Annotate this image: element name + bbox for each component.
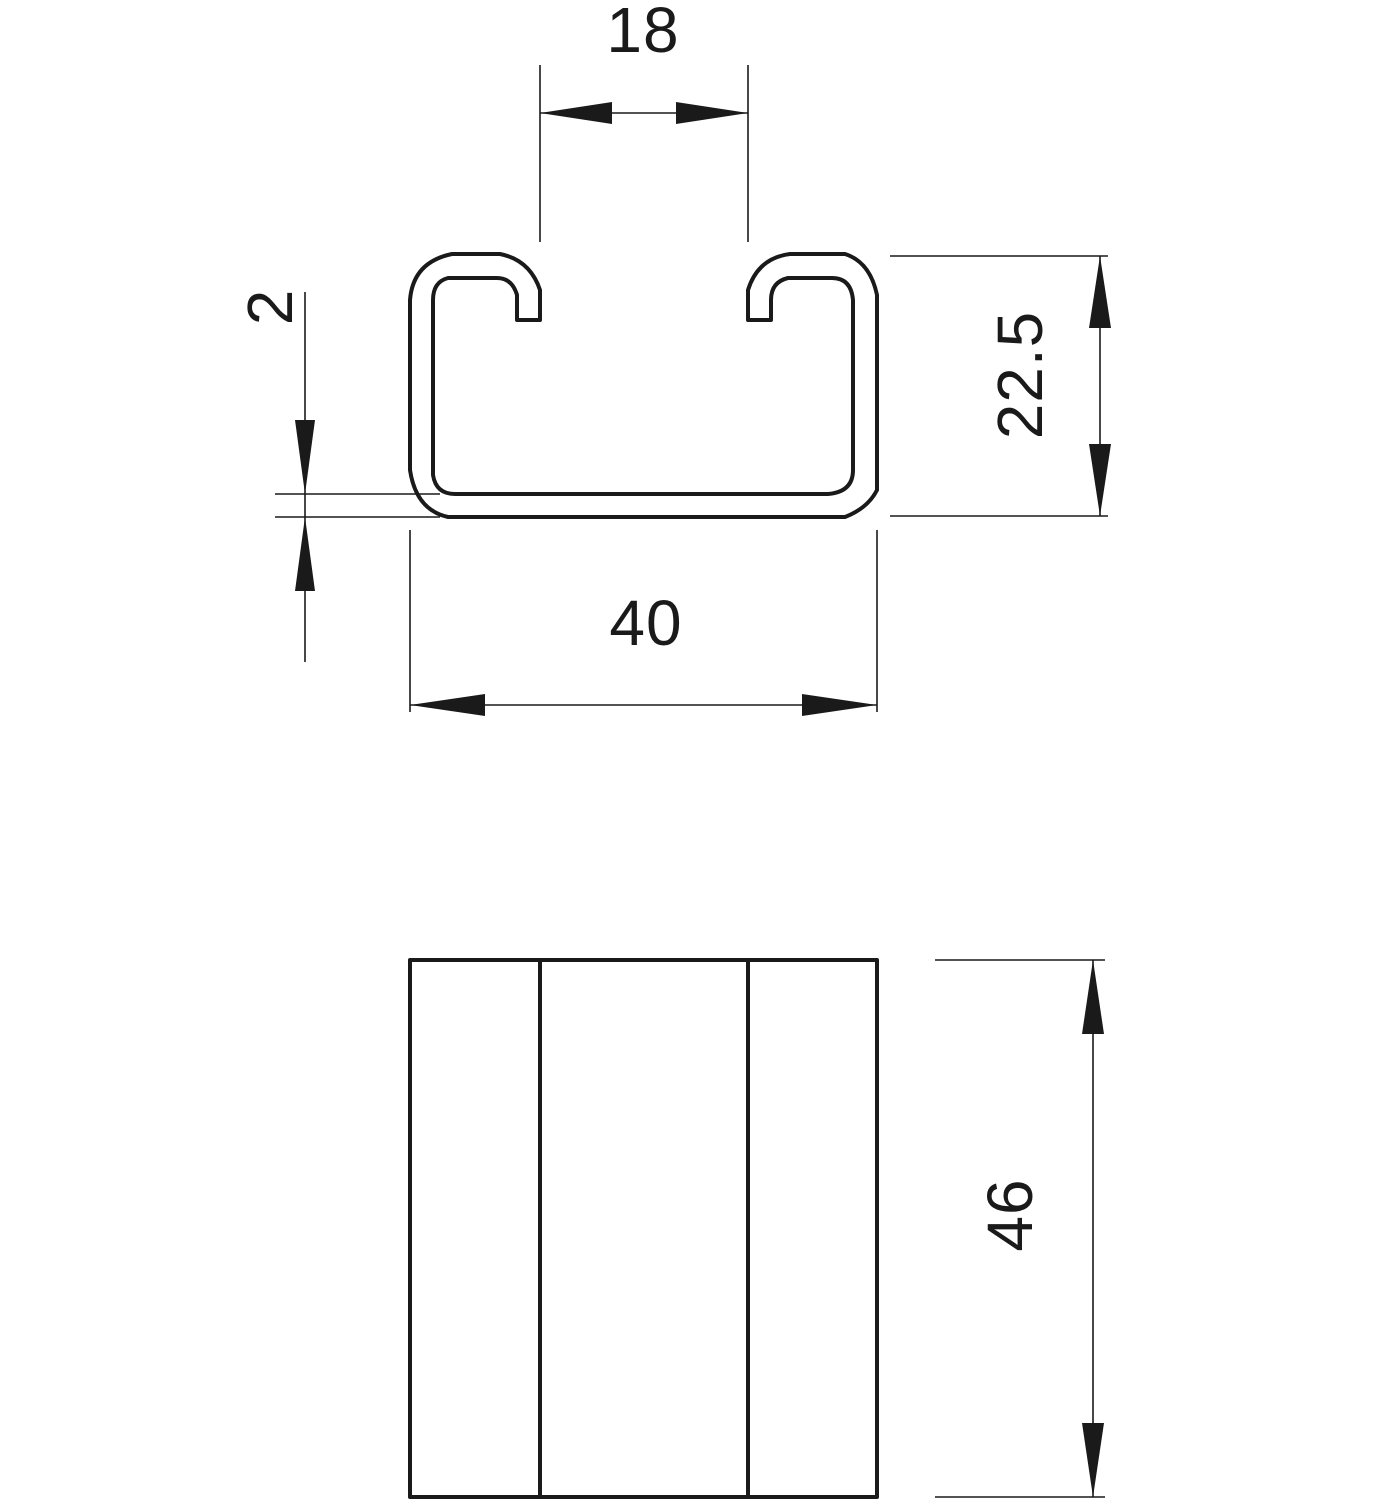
dimension-label-length: 46 (974, 1178, 1046, 1251)
c-profile-section (408, 252, 879, 519)
dimension-label-width: 40 (609, 587, 682, 659)
dimension-length: 46 (935, 959, 1105, 1498)
dimension-height: 22.5 (890, 255, 1111, 517)
side-view (408, 958, 879, 1499)
dimension-width: 40 (409, 530, 878, 716)
dimension-slot-width: 18 (539, 0, 749, 242)
dimension-label-height: 22.5 (984, 311, 1056, 440)
dimension-wall-thickness: 2 (234, 289, 440, 662)
dimension-label-slot-width: 18 (606, 0, 679, 66)
dimension-label-wall-thickness: 2 (234, 289, 306, 326)
